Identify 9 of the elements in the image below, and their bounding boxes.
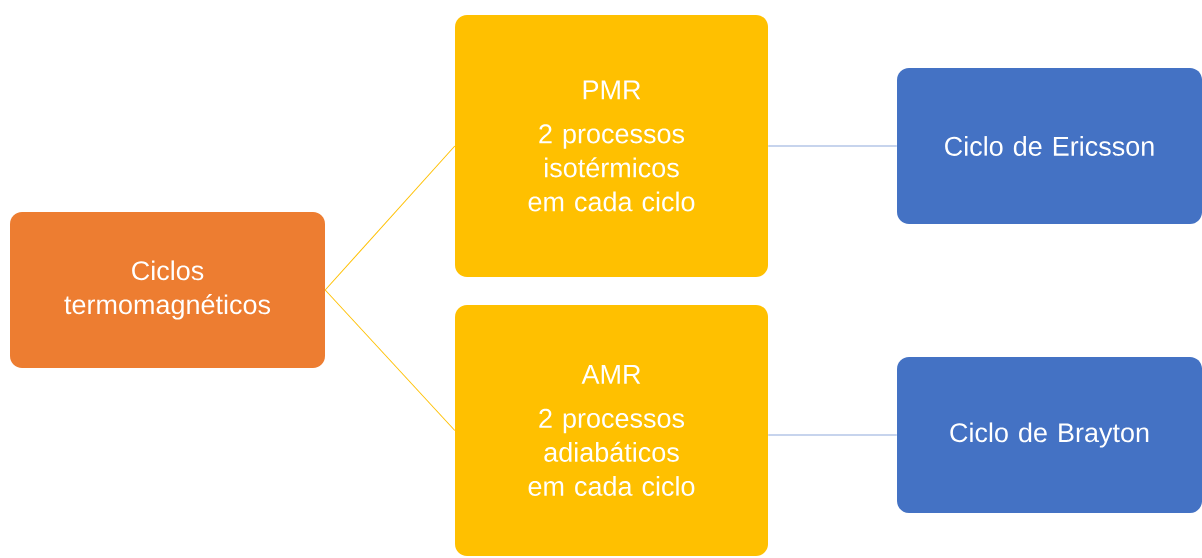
process-box: PMR 2 processos isotérmicos em cada ciclo <box>455 15 768 277</box>
process-box: Ciclos termomagnéticos <box>10 212 325 368</box>
process-box: AMR 2 processos adiabáticos em cada ciclo <box>455 305 768 556</box>
connector-line <box>324 289 456 431</box>
process-box: Ciclo de Brayton <box>897 357 1202 513</box>
connector-line <box>767 434 898 436</box>
connector-line <box>324 145 456 291</box>
process-box: Ciclo de Ericsson <box>897 68 1202 224</box>
connector-line <box>767 145 898 147</box>
